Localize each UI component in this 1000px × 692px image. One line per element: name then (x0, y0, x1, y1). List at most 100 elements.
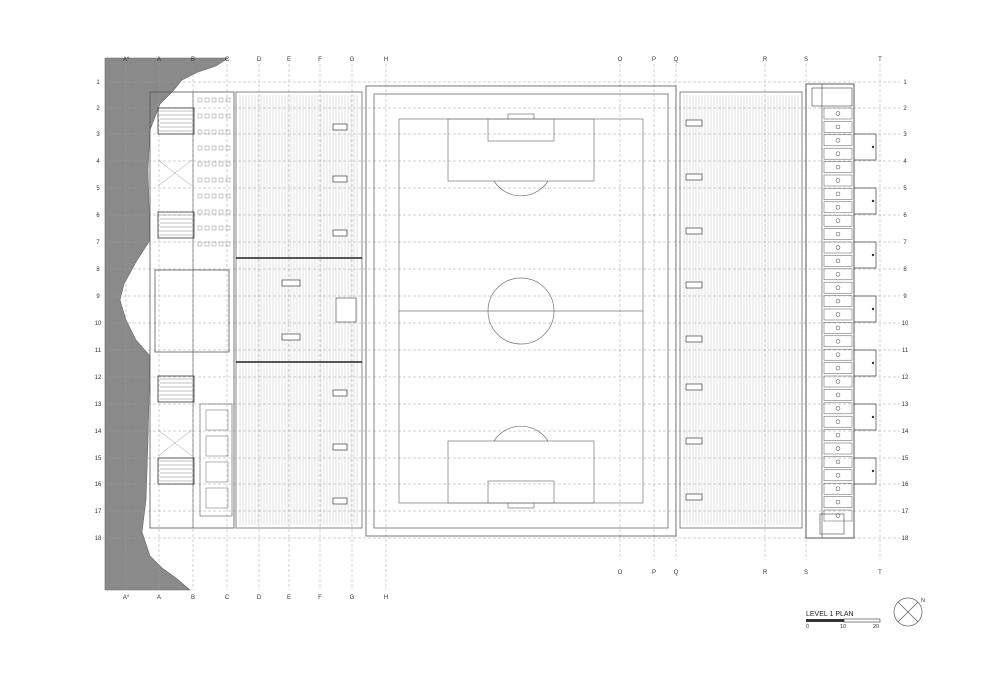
scale-label-20: 20 (873, 624, 879, 630)
column-label-bottom: B (191, 595, 195, 601)
column-label-top: F (318, 57, 322, 63)
column-label-top: D (257, 57, 262, 63)
stair-core (157, 457, 195, 485)
row-label-left: 16 (95, 482, 102, 488)
column-grid-square (225, 129, 231, 135)
row-label-right: 8 (903, 267, 907, 273)
column-grid-square (204, 113, 210, 119)
service-room (205, 461, 229, 483)
toilet-cubicle (823, 255, 853, 267)
toilet-cubicle (823, 161, 853, 173)
column-label-top: A* (123, 57, 130, 63)
column-grid-square (197, 225, 203, 231)
row-label-left: 6 (96, 213, 100, 219)
column-grid-square (211, 129, 217, 135)
column-label-bottom: P (652, 570, 656, 576)
fixture-icon (835, 285, 841, 290)
row-label-right: 13 (902, 402, 909, 408)
row-label-left: 7 (96, 240, 100, 246)
column-grid-square (218, 113, 224, 119)
column-grid-square (225, 161, 231, 167)
row-label-left: 13 (95, 402, 102, 408)
row-label-left: 12 (95, 375, 102, 381)
grid-lines (108, 64, 900, 590)
penalty-area-top (447, 118, 595, 182)
penalty-arc-bottom (493, 425, 549, 442)
fixture-icon (835, 124, 841, 130)
fixture-icon (835, 419, 841, 424)
west-building (149, 91, 235, 529)
vomitory (685, 173, 703, 181)
vomitory (332, 389, 348, 397)
centre-circle (487, 277, 555, 345)
goal-top (507, 113, 535, 120)
row-label-right: 17 (902, 509, 909, 515)
column-grid-square (204, 177, 210, 183)
pitch-surround-outer (365, 85, 677, 537)
goal-area-top (487, 118, 555, 142)
column-grid-square (211, 225, 217, 231)
fixture-icon (835, 205, 841, 210)
north-arrow-line-b (897, 601, 919, 623)
row-label-right: 14 (902, 429, 909, 435)
row-label-right: 3 (903, 132, 907, 138)
row-label-left: 11 (95, 348, 102, 354)
fixture-icon (835, 312, 841, 317)
scale-bar-dark (806, 619, 844, 622)
row-label-right: 10 (902, 321, 909, 327)
column-grid-square (211, 97, 217, 103)
toilet-cubicle (823, 482, 853, 495)
column-label-bottom: T (878, 570, 882, 576)
toilet-cubicle (823, 429, 853, 441)
fixture-icon (835, 352, 841, 357)
service-room (205, 409, 229, 431)
fixture-icon (835, 392, 841, 398)
toilet-cubicle (823, 469, 853, 482)
fixture-icon (835, 325, 841, 331)
stair-marker (871, 199, 875, 203)
vomitory (281, 333, 301, 341)
stair-marker (871, 307, 875, 311)
row-label-right: 1 (903, 80, 907, 86)
column-grid-square (197, 145, 203, 151)
plan-title-block: LEVEL 1 PLAN 0 10 20 N (806, 597, 925, 630)
toilet-cubicle (823, 134, 853, 147)
column-grid-square (225, 97, 231, 103)
toilet-cubicle (823, 268, 853, 281)
column-label-bottom: H (384, 595, 388, 601)
fixture-icon (835, 231, 841, 237)
fixture-icon (835, 178, 841, 183)
toilet-cubicle (823, 107, 853, 120)
east-stand-outline (679, 91, 803, 529)
fixture-icon (835, 164, 841, 170)
column-label-top: G (350, 57, 355, 63)
row-label-right: 5 (903, 186, 907, 192)
stair-core (157, 375, 195, 403)
row-label-right: 16 (902, 482, 909, 488)
column-grid-square (211, 145, 217, 151)
stair-marker (871, 145, 875, 149)
external-stair (854, 295, 877, 323)
fixture-icon (835, 513, 841, 518)
scale-bar: 0 10 20 (806, 618, 881, 630)
stair-marker (871, 469, 875, 473)
column-grid-square (218, 241, 224, 247)
column-grid-square (218, 177, 224, 183)
column-grid-square (218, 161, 224, 167)
row-label-left: 2 (96, 106, 100, 112)
fixture-icon (835, 365, 841, 371)
row-label-right: 4 (903, 159, 907, 165)
column-grid-square (225, 193, 231, 199)
service-block (199, 403, 233, 517)
fixture-icon (835, 191, 841, 197)
vomitory (332, 229, 348, 237)
column-label-bottom: A (157, 595, 161, 601)
row-label-right: 12 (902, 375, 909, 381)
toilet-cubicle (823, 295, 853, 307)
column-grid-square (204, 145, 210, 151)
toilet-cubicle (823, 375, 853, 388)
fixture-icon (835, 499, 841, 505)
fixture-icon (835, 218, 841, 223)
fixture-icon (835, 459, 841, 465)
column-label-top: T (878, 57, 882, 63)
